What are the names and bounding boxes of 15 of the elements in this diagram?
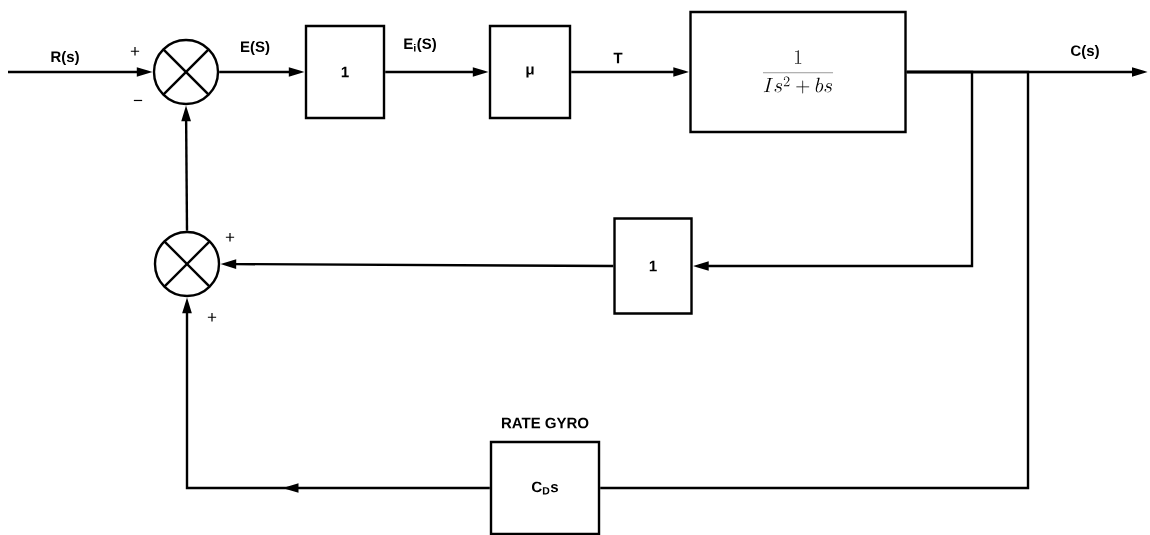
- signal-label: E(S): [239, 40, 271, 56]
- signal-label: T: [612, 51, 624, 65]
- signal-label: R(s): [49, 50, 81, 66]
- sign-label: +: [207, 313, 217, 322]
- transfer-function-block: μ: [488, 24, 572, 120]
- sign-label: +: [130, 47, 140, 56]
- signal-label: C(s): [1069, 44, 1101, 60]
- summing-junction: [152, 38, 220, 106]
- summing-junction: [153, 230, 221, 298]
- block-caption: RATE GYRO: [502, 417, 589, 429]
- transfer-function-block: 1: [304, 24, 386, 120]
- transfer-function-block: 1: [613, 217, 693, 315]
- signal-label: E$_{i}$(S): [402, 37, 438, 53]
- transfer-function-block: C$_{D}$s: [489, 440, 601, 535]
- transfer-function-block: $\frac{1}{Is^{2}+bs}$: [689, 10, 907, 134]
